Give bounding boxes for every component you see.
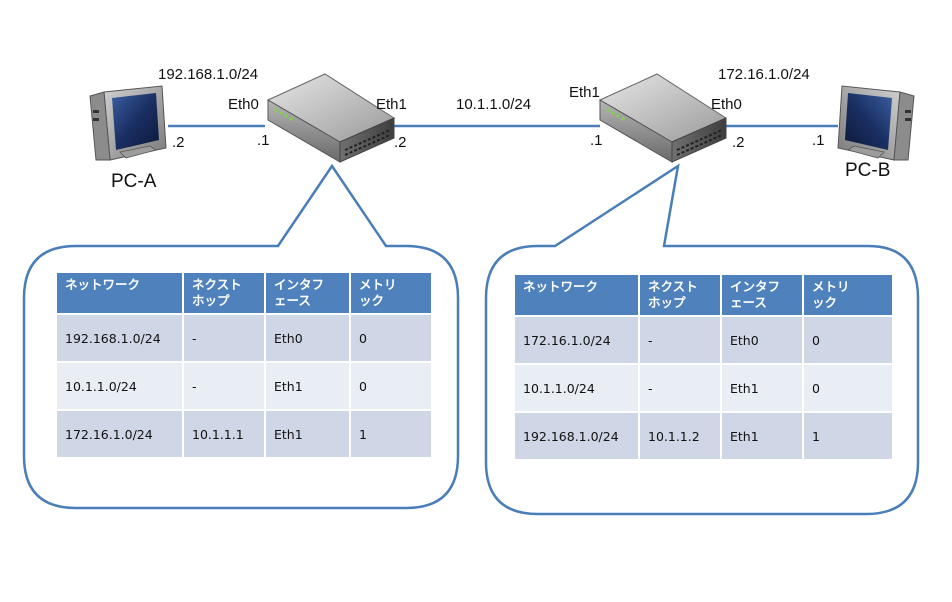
- network-label-b: 172.16.1.0/24: [718, 66, 810, 83]
- router2-routing-table: ネットワーク ネクストホップ インタフェース メトリック 172.16.1.0/…: [513, 273, 894, 461]
- cell-network: 10.1.1.0/24: [57, 363, 182, 409]
- header-interface: インタフェース: [722, 275, 802, 315]
- cell-metric: 0: [351, 363, 431, 409]
- cell-metric: 0: [351, 315, 431, 361]
- cell-network: 10.1.1.0/24: [515, 365, 638, 411]
- router2-eth1-label: Eth1: [569, 84, 600, 101]
- pc-b-host-id: .1: [812, 132, 825, 149]
- header-metric: メトリック: [804, 275, 892, 315]
- table-row: 172.16.1.0/24 10.1.1.1 Eth1 1: [57, 411, 431, 457]
- cell-network: 172.16.1.0/24: [57, 411, 182, 457]
- cell-interface: Eth1: [722, 365, 802, 411]
- cell-network: 192.168.1.0/24: [57, 315, 182, 361]
- cell-next-hop: -: [640, 365, 720, 411]
- cell-interface: Eth1: [722, 413, 802, 459]
- router1-eth1-label: Eth1: [376, 96, 407, 113]
- cell-next-hop: -: [640, 317, 720, 363]
- router1-eth1-host-id: .2: [394, 134, 407, 151]
- router2-icon: [598, 73, 728, 163]
- router1-eth0-label: Eth0: [228, 96, 259, 113]
- cell-interface: Eth0: [722, 317, 802, 363]
- cell-network: 172.16.1.0/24: [515, 317, 638, 363]
- header-next-hop: ネクストホップ: [184, 273, 264, 313]
- header-metric: メトリック: [351, 273, 431, 313]
- table-header-row: ネットワーク ネクストホップ インタフェース メトリック: [515, 275, 892, 315]
- router2-eth0-label: Eth0: [711, 96, 742, 113]
- table-row: 10.1.1.0/24 - Eth1 0: [57, 363, 431, 409]
- router1-icon: [266, 73, 396, 163]
- header-network: ネットワーク: [515, 275, 638, 315]
- cell-interface: Eth1: [266, 363, 349, 409]
- router1-eth0-host-id: .1: [257, 132, 270, 149]
- cell-metric: 0: [804, 317, 892, 363]
- pc-b-computer-icon: [837, 85, 915, 161]
- table-row: 10.1.1.0/24 - Eth1 0: [515, 365, 892, 411]
- cell-metric: 1: [804, 413, 892, 459]
- cell-network: 192.168.1.0/24: [515, 413, 638, 459]
- header-next-hop: ネクストホップ: [640, 275, 720, 315]
- pc-b-label: PC-B: [845, 160, 891, 181]
- cell-metric: 1: [351, 411, 431, 457]
- header-interface: インタフェース: [266, 273, 349, 313]
- cell-next-hop: 10.1.1.2: [640, 413, 720, 459]
- cell-interface: Eth0: [266, 315, 349, 361]
- cell-next-hop: 10.1.1.1: [184, 411, 264, 457]
- network-label-mid: 10.1.1.0/24: [456, 96, 532, 113]
- table-row: 192.168.1.0/24 10.1.1.2 Eth1 1: [515, 413, 892, 459]
- table-header-row: ネットワーク ネクストホップ インタフェース メトリック: [57, 273, 431, 313]
- cell-next-hop: -: [184, 315, 264, 361]
- network-label-a: 192.168.1.0/24: [158, 66, 259, 83]
- cell-next-hop: -: [184, 363, 264, 409]
- router2-eth1-host-id: .1: [590, 132, 603, 149]
- header-network: ネットワーク: [57, 273, 182, 313]
- pc-a-host-id: .2: [172, 134, 185, 151]
- table-row: 172.16.1.0/24 - Eth0 0: [515, 317, 892, 363]
- router2-eth0-host-id: .2: [732, 134, 745, 151]
- router1-routing-table: ネットワーク ネクストホップ インタフェース メトリック 192.168.1.0…: [55, 271, 433, 459]
- cell-metric: 0: [804, 365, 892, 411]
- pc-a-computer-icon: [89, 85, 167, 161]
- pc-a-label: PC-A: [111, 171, 157, 192]
- cell-interface: Eth1: [266, 411, 349, 457]
- table-row: 192.168.1.0/24 - Eth0 0: [57, 315, 431, 361]
